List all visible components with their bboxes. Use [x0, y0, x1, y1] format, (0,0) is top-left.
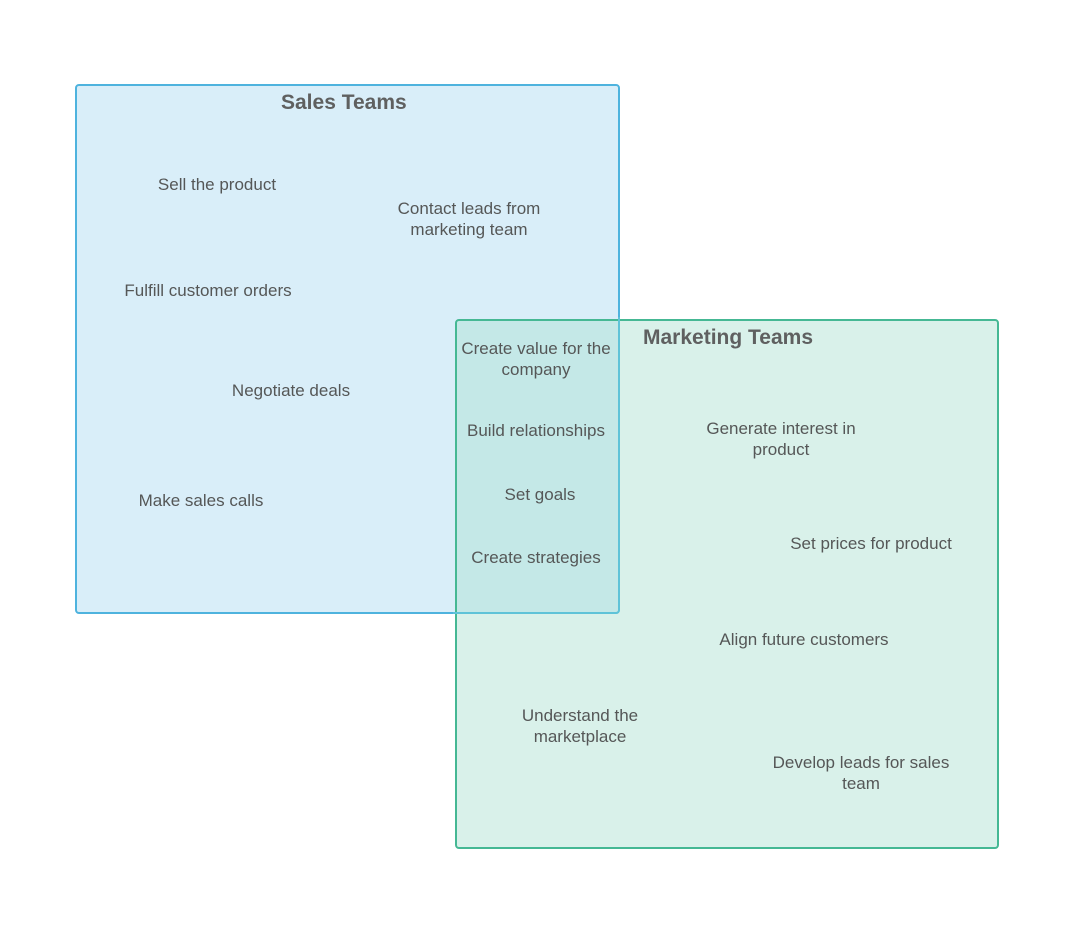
shared-item-set-goals: Set goals — [504, 485, 576, 504]
marketing-item-generate-interest: Generate interest in product — [706, 419, 856, 459]
shared-item-build-relationships: Build relationships — [467, 421, 605, 440]
sales-teams-title: Sales Teams — [281, 91, 407, 114]
shared-item-create-strategies: Create strategies — [471, 548, 601, 567]
marketing-item-set-prices: Set prices for product — [790, 534, 952, 553]
marketing-teams-box — [455, 319, 999, 849]
sales-item-negotiate-deals: Negotiate deals — [231, 381, 351, 400]
marketing-item-develop-leads: Develop leads for sales team — [772, 753, 950, 793]
shared-item-create-value: Create value for the company — [461, 339, 611, 379]
marketing-item-align-customers: Align future customers — [719, 630, 889, 649]
marketing-teams-title: Marketing Teams — [643, 326, 813, 349]
sales-item-contact-leads: Contact leads from marketing team — [397, 199, 541, 239]
sales-item-fulfill-orders: Fulfill customer orders — [124, 281, 292, 300]
marketing-item-understand-marketplace: Understand the marketplace — [521, 706, 639, 746]
sales-item-make-sales-calls: Make sales calls — [138, 491, 264, 510]
sales-item-sell-product: Sell the product — [157, 175, 277, 194]
sales-teams-box — [75, 84, 620, 614]
